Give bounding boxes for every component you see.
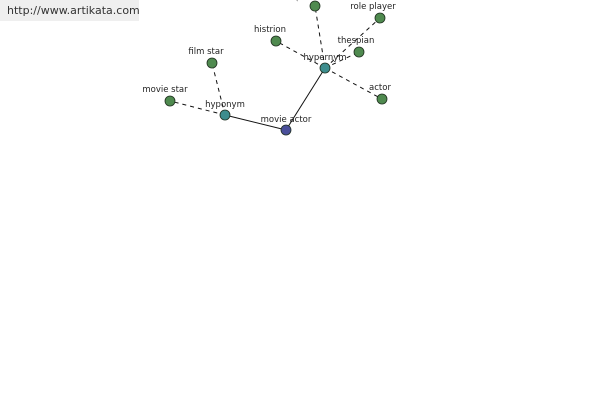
edge-top-stub-to-top-stub-end bbox=[296, 0, 299, 2]
node-movie-star[interactable] bbox=[164, 95, 176, 107]
edge-hypernym-to-thespian bbox=[324, 51, 360, 69]
node-label-movie-star: movie star bbox=[142, 85, 188, 95]
node-label-hypernym: hypernym bbox=[303, 53, 346, 63]
edge-movie-actor-to-hypernym bbox=[285, 67, 326, 131]
node-label-thespian: thespian bbox=[338, 36, 375, 46]
node-label-movie-actor: movie actor bbox=[261, 115, 312, 125]
node-actor[interactable] bbox=[376, 93, 388, 105]
node-hyponym[interactable] bbox=[219, 109, 231, 121]
edges-layer bbox=[169, 0, 383, 131]
labels-layer: movie actor hyponym hypernym film star movie… bbox=[142, 2, 396, 125]
node-label-hyponym: hyponym bbox=[205, 100, 245, 110]
node-thespian[interactable] bbox=[353, 46, 365, 58]
node-label-film-star: film star bbox=[188, 47, 224, 57]
edge-hyponym-to-movie-star bbox=[169, 100, 226, 116]
node-role-player[interactable] bbox=[374, 12, 386, 24]
source-url-text: http://www.artikata.com bbox=[7, 4, 139, 17]
node-film-star[interactable] bbox=[206, 57, 218, 69]
nodes-layer bbox=[164, 0, 388, 136]
node-movie-actor[interactable] bbox=[280, 124, 292, 136]
source-url-banner[interactable]: http://www.artikata.com bbox=[0, 0, 139, 21]
edge-hypernym-to-histrion bbox=[275, 40, 326, 69]
edge-hypernym-to-actor bbox=[324, 67, 383, 100]
node-hypernym[interactable] bbox=[319, 62, 331, 74]
node-label-role-player: role player bbox=[350, 2, 396, 12]
edge-movie-actor-to-hyponym bbox=[224, 114, 287, 131]
edge-hypernym-to-top-node bbox=[314, 5, 326, 69]
node-label-histrion: histrion bbox=[254, 25, 286, 35]
node-histrion[interactable] bbox=[270, 35, 282, 47]
node-label-actor: actor bbox=[369, 83, 391, 93]
edge-hyponym-to-film-star bbox=[211, 62, 226, 116]
node-top-node[interactable] bbox=[309, 0, 321, 12]
